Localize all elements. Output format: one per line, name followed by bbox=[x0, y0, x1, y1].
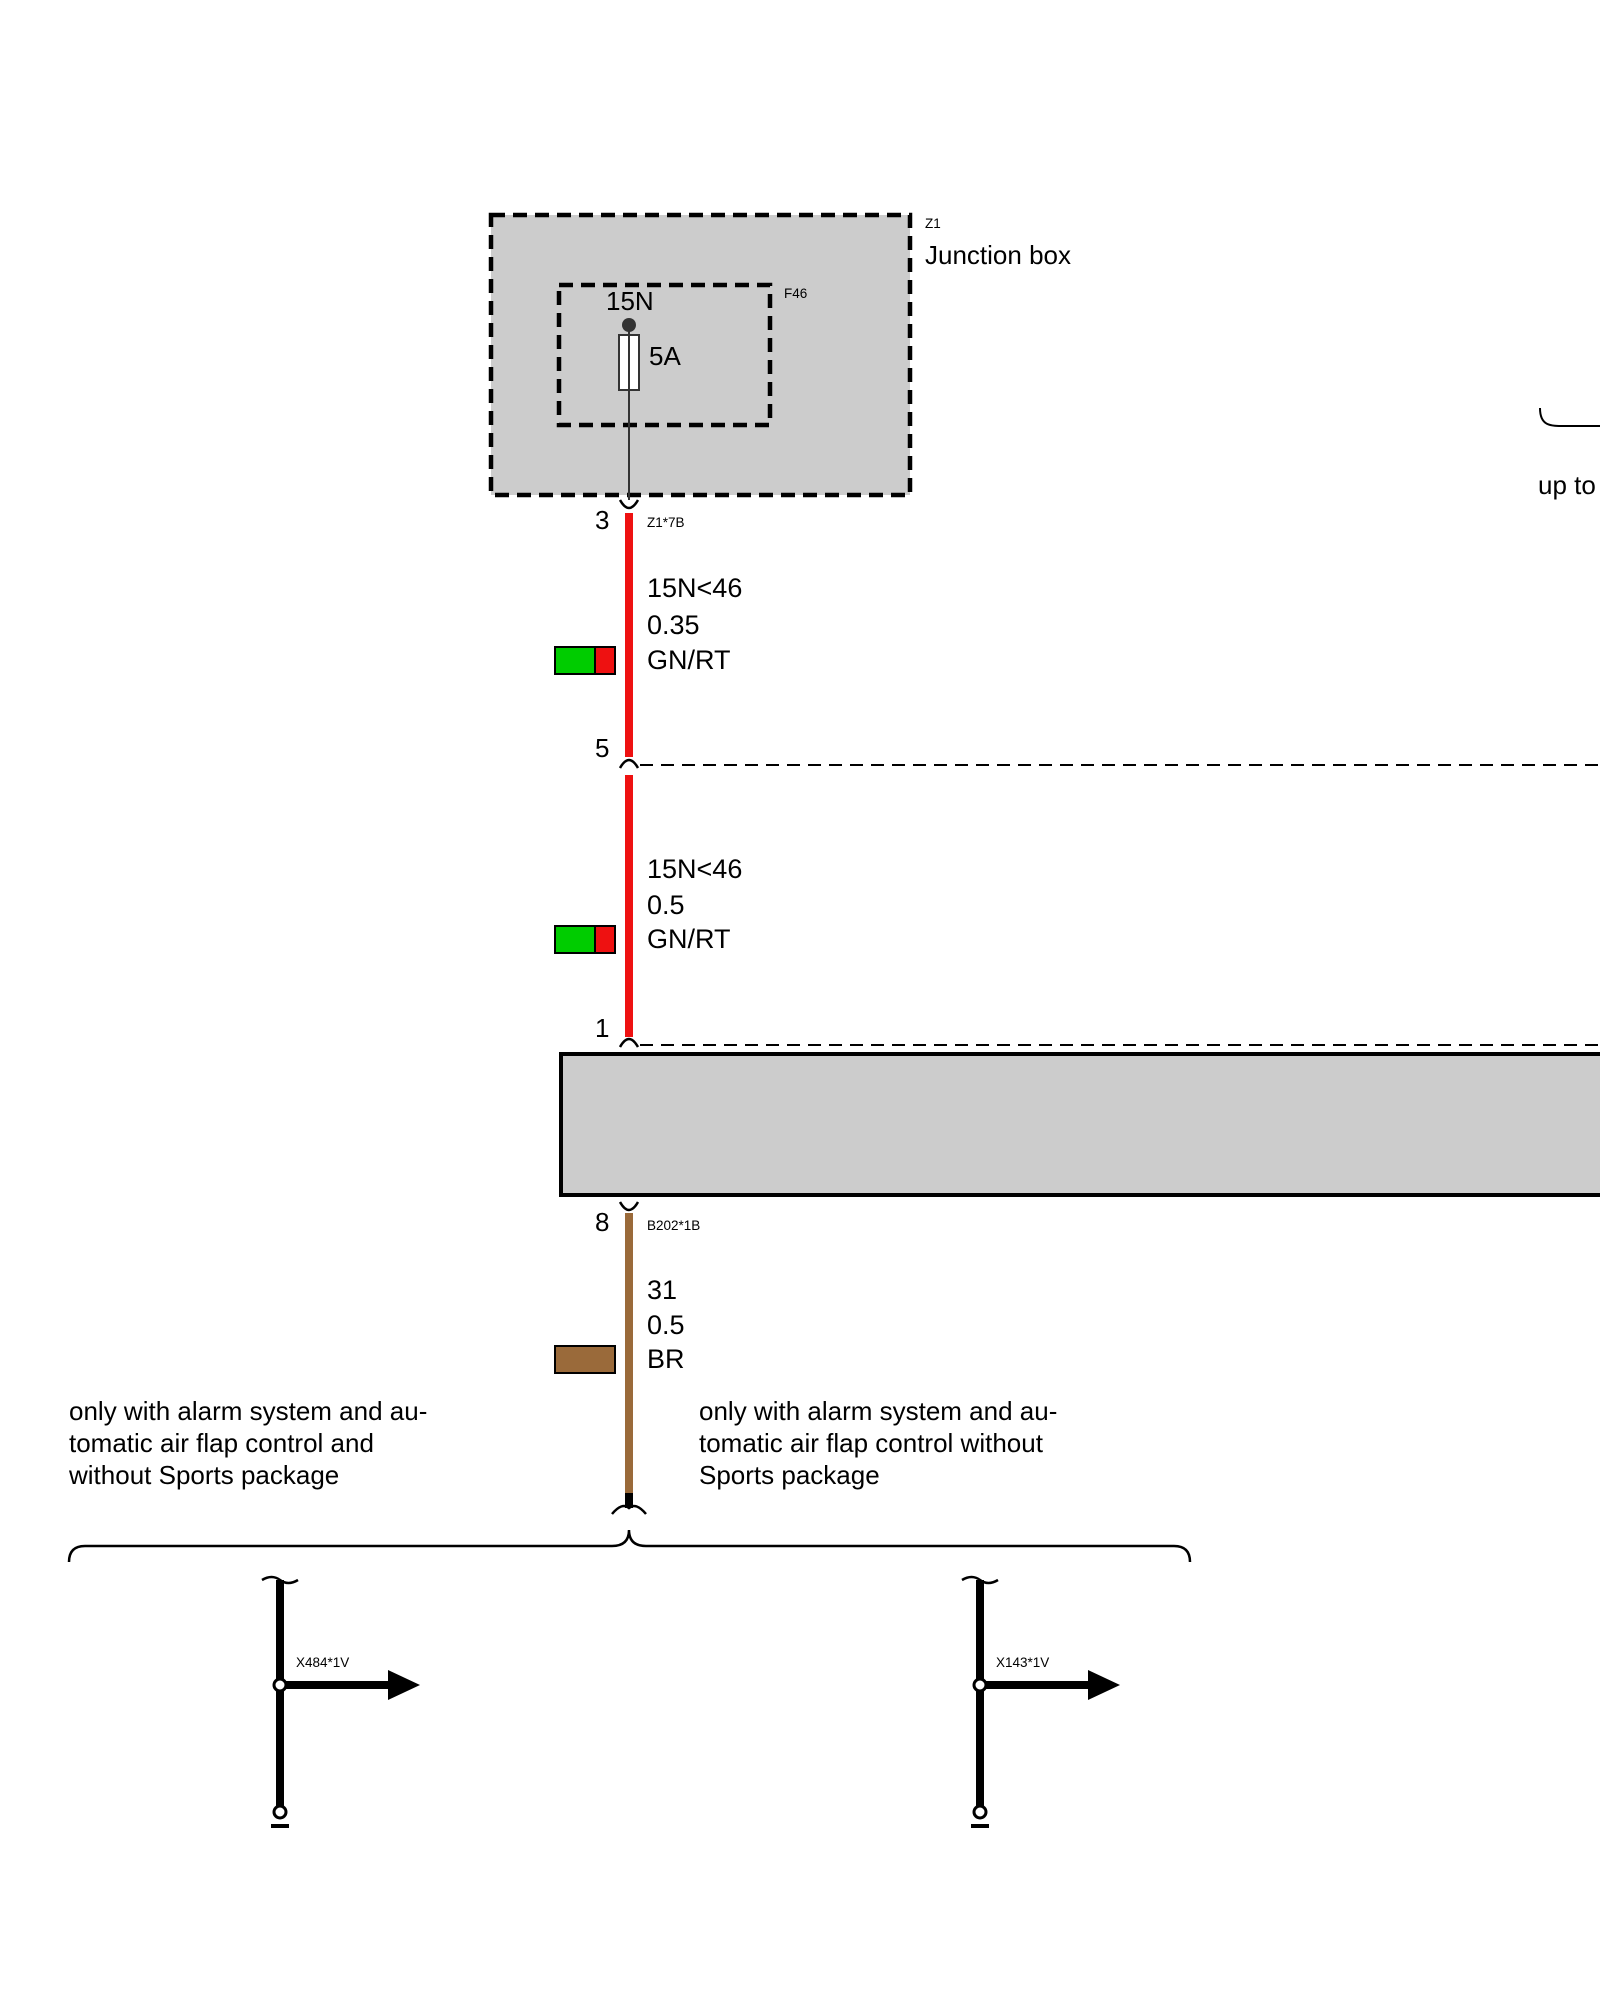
variant-brace bbox=[67, 1529, 1192, 1563]
wire-color-code: BR bbox=[647, 1344, 685, 1374]
note-right: only with alarm system and au- tomatic a… bbox=[699, 1396, 1057, 1490]
ground-connector-label: X143*1V bbox=[996, 1655, 1049, 1670]
note-right-line-2: tomatic air flap control without bbox=[699, 1428, 1044, 1458]
arrow-right-icon bbox=[1088, 1670, 1120, 1700]
connector-symbol bbox=[618, 1201, 640, 1212]
arrow-right-icon bbox=[388, 1670, 420, 1700]
wire-color-code: GN/RT bbox=[647, 924, 731, 954]
connector-symbol bbox=[618, 1037, 640, 1048]
wire-segment-1: 3 Z1*7B 15N<46 0.35 GN/RT bbox=[554, 499, 742, 757]
junction-box-id: Z1 bbox=[925, 216, 941, 231]
wire-color-swatch bbox=[554, 1345, 616, 1374]
wire-cross-section: 0.5 bbox=[647, 1310, 685, 1340]
offpage-bracket bbox=[1539, 407, 1600, 427]
pin-5-label: 5 bbox=[595, 733, 609, 763]
terminal-dot bbox=[272, 1804, 288, 1820]
fuse-f46: F46 15N 5A bbox=[556, 282, 807, 500]
wire-segment-3: 31 0.5 BR bbox=[554, 1213, 685, 1515]
wire-color-code: GN/RT bbox=[647, 645, 731, 675]
wire-color-swatch bbox=[554, 925, 616, 954]
wire-signal: 31 bbox=[647, 1275, 677, 1305]
pin-3-label: 3 bbox=[595, 505, 609, 535]
wire-color-swatch bbox=[554, 646, 616, 675]
connector-label: Z1*7B bbox=[647, 515, 685, 530]
component-b202: 1 8 B202*1B bbox=[559, 1013, 1600, 1237]
wire-signal: 15N<46 bbox=[647, 854, 742, 884]
note-left-line-3: without Sports package bbox=[68, 1460, 339, 1490]
wire-segment-2: 15N<46 0.5 GN/RT bbox=[554, 775, 742, 1037]
splice-pin-5: 5 bbox=[595, 733, 1600, 769]
note-right-line-1: only with alarm system and au- bbox=[699, 1396, 1057, 1426]
fuse-terminal: 15N bbox=[606, 286, 654, 316]
ground-connector-label: X484*1V bbox=[296, 1655, 349, 1670]
wire-signal: 15N<46 bbox=[647, 573, 742, 603]
component-body bbox=[559, 1052, 1600, 1197]
junction-box-label: Junction box bbox=[925, 240, 1071, 270]
wire-cross-section: 0.5 bbox=[647, 890, 685, 920]
offpage-label: up to bbox=[1538, 470, 1596, 500]
connector-symbol bbox=[618, 499, 640, 510]
junction-dot bbox=[272, 1677, 288, 1693]
fuse-id: F46 bbox=[784, 286, 807, 301]
terminal-dot bbox=[972, 1804, 988, 1820]
connector-label: B202*1B bbox=[647, 1218, 700, 1233]
wire-cross-section: 0.35 bbox=[647, 610, 700, 640]
junction-box: Z1 Junction box F46 15N 5A bbox=[488, 212, 1071, 500]
fuse-rating: 5A bbox=[649, 341, 681, 371]
ground-point-x484: X484*1V bbox=[261, 1575, 420, 1828]
note-left: only with alarm system and au- tomatic a… bbox=[68, 1396, 427, 1490]
junction-dot bbox=[972, 1677, 988, 1693]
note-right-line-3: Sports package bbox=[699, 1460, 880, 1490]
pin-8-label: 8 bbox=[595, 1207, 609, 1237]
note-left-line-1: only with alarm system and au- bbox=[69, 1396, 427, 1426]
pin-1-label: 1 bbox=[595, 1013, 609, 1043]
ground-point-x143: X143*1V bbox=[961, 1575, 1120, 1828]
connector-symbol bbox=[611, 1504, 647, 1515]
note-left-line-2: tomatic air flap control and bbox=[69, 1428, 374, 1458]
connector-symbol bbox=[618, 758, 640, 769]
